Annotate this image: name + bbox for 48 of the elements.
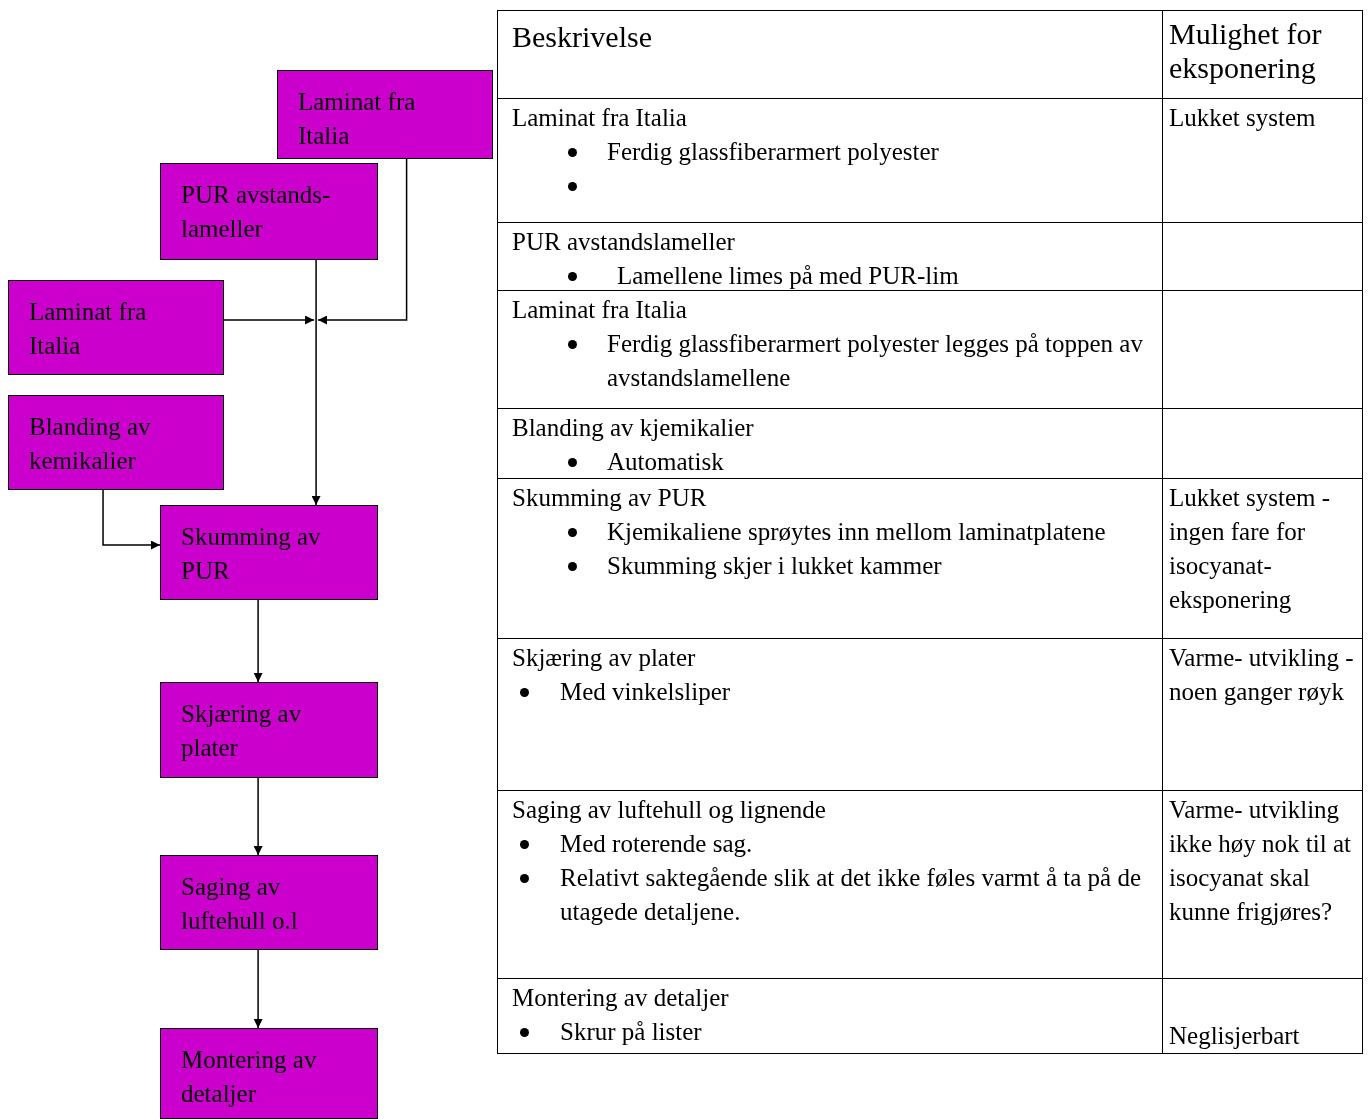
box-label: Skumming av PUR <box>181 522 322 586</box>
box-label: Blanding av kemikalier <box>29 412 152 476</box>
box-label: Montering av detaljer <box>181 1045 318 1109</box>
row-heading: PUR avstandslameller <box>512 227 736 257</box>
arrow <box>317 158 408 325</box>
arrow <box>253 949 263 1029</box>
table-text: Lukket system <box>1169 103 1317 133</box>
process-box <box>160 505 378 600</box>
box-label: Saging av luftehull o.l <box>181 872 299 936</box>
row-heading: Montering av detaljer <box>512 983 730 1013</box>
row-heading: Skjæring av plater <box>512 643 697 673</box>
process-box <box>8 395 224 490</box>
arrow <box>311 259 321 506</box>
row-heading: Laminat fra Italia <box>512 295 688 325</box>
bullet-text: Skrur på lister <box>560 1017 703 1047</box>
process-box <box>160 163 378 260</box>
column-header: Beskrivelse <box>512 19 653 55</box>
arrow <box>223 315 315 325</box>
row-heading: Laminat fra Italia <box>512 103 688 133</box>
table-text: Neglisjerbart <box>1169 1021 1300 1051</box>
process-box <box>160 1028 378 1119</box>
box-label: Laminat fra Italia <box>29 297 148 361</box>
bullet-text: Skumming skjer i lukket kammer <box>607 551 943 581</box>
column-header: Mulighet for eksponering <box>1169 17 1323 85</box>
row-heading: Blanding av kjemikalier <box>512 413 755 443</box>
bullet-text: Med vinkelsliper <box>560 677 732 707</box>
bullet-text: Automatisk <box>607 447 725 477</box>
process-box <box>160 682 378 778</box>
arrow <box>253 599 263 683</box>
bullet-text: Ferdig glassfiberarmert polyester <box>607 137 940 167</box>
bullet-text: Lamellene limes på med PUR-lim <box>617 261 960 291</box>
table-text: Varme- utvikling ikke høy nok til at isocyanat skal kunne frigjøres? <box>1169 795 1352 927</box>
box-label: Skjæring av plater <box>181 699 303 763</box>
bullet-text: Relativt saktegående slik at det ikke føles varmt å ta på de utagede detaljene. <box>560 863 1143 927</box>
box-label: PUR avstands- lameller <box>181 180 332 244</box>
table-text: Varme- utvikling - noen ganger røyk <box>1169 643 1355 707</box>
bullet-text: Med roterende sag. <box>560 829 754 859</box>
row-heading: Skumming av PUR <box>512 483 708 513</box>
bullet-text: Kjemikaliene sprøytes inn mellom laminatplatene <box>607 517 1107 547</box>
process-box <box>277 70 493 159</box>
box-label: Laminat fra Italia <box>298 87 417 151</box>
arrow <box>253 777 263 856</box>
process-box <box>160 855 378 950</box>
bullet-text: Ferdig glassfiberarmert polyester legges på toppen av avstandslamellene <box>607 329 1144 393</box>
table-text: Lukket system - ingen fare for isocyanat- eksponering <box>1169 483 1332 615</box>
process-box <box>8 280 224 375</box>
arrow <box>102 489 161 550</box>
row-heading: Saging av luftehull og lignende <box>512 795 827 825</box>
